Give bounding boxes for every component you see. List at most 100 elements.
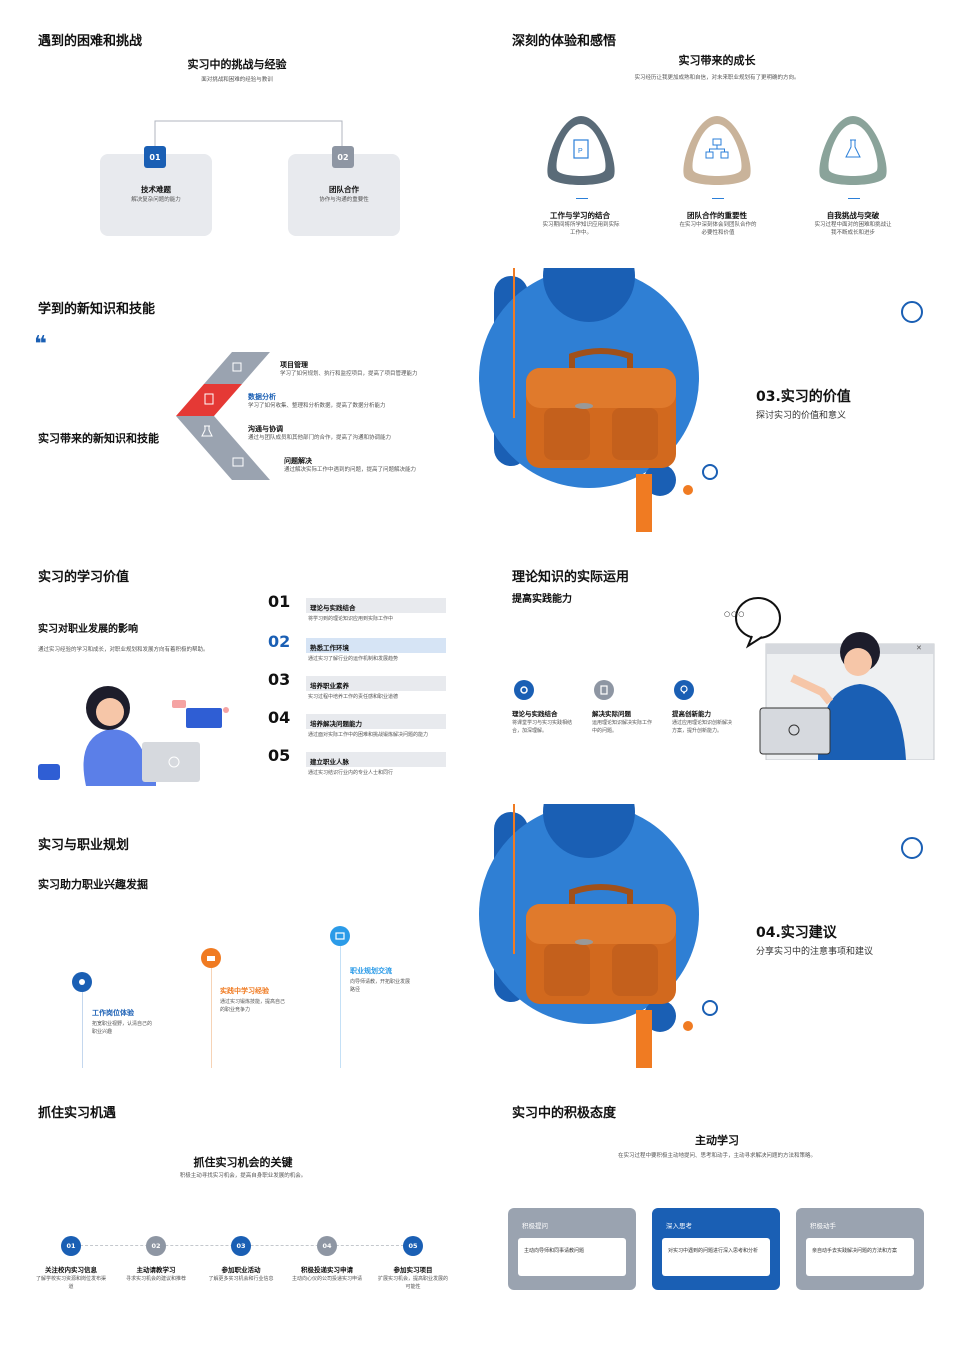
list-number-5: 05 xyxy=(268,746,291,765)
document-icon xyxy=(204,393,214,405)
flask-icon xyxy=(845,139,861,158)
insight-title-3: 自我挑战与突破 xyxy=(826,211,880,220)
slide-heading: 实习助力职业兴趣发掘 xyxy=(38,878,148,891)
divider xyxy=(576,198,588,199)
list-title-4: 培养解决问题能力 xyxy=(306,714,446,729)
list-number-1: 01 xyxy=(268,592,291,611)
skill-item-1: 项目管理 学习了如何规划、执行和监控项目，提高了项目管理能力 xyxy=(280,360,474,378)
timeline-line xyxy=(340,946,341,1068)
list-title-1: 理论与实践结合 xyxy=(306,598,446,613)
slide-heading: 实习中的挑战与经验 xyxy=(187,58,287,71)
section-number-title: 04.实习建议 xyxy=(756,925,837,941)
insight-image-2 xyxy=(678,112,756,190)
step-desc-5: 扩展实习机会，提高职业发展的可能性 xyxy=(378,1276,449,1290)
list-number-3: 03 xyxy=(268,670,291,689)
chevron-graphic xyxy=(176,352,270,480)
career-title-2: 实践中学习经验 xyxy=(220,987,269,995)
step-number-4: 04 xyxy=(317,1236,337,1256)
section-number-title: 03.实习的价值 xyxy=(756,389,851,405)
skill-item-2: 数据分析 学习了如何收集、整理和分析数据，提高了数据分析能力 xyxy=(248,392,448,410)
career-title-1: 工作岗位体验 xyxy=(92,1009,134,1017)
slide-heading: 提高实践能力 xyxy=(512,594,572,605)
step-desc-4: 主动向心仪的公司投递实习申请 xyxy=(292,1276,363,1282)
attitude-card-3: 积极动手 亲自动手去实践解决问题的方法和方案 xyxy=(796,1208,924,1290)
location-icon xyxy=(72,972,92,992)
attitude-card-2: 深入思考 对实习中遇到的问题进行深入思考和分析 xyxy=(652,1208,780,1290)
clipboard-icon xyxy=(594,680,614,700)
practice-title-2: 解决实际问题 xyxy=(592,710,631,718)
list-number-4: 04 xyxy=(268,708,291,727)
list-title-2: 熟悉工作环境 xyxy=(306,638,446,653)
timeline-line xyxy=(211,968,212,1068)
career-title-3: 职业规划交流 xyxy=(350,967,392,975)
insight-image-3 xyxy=(814,112,892,190)
skill-title: 项目管理 xyxy=(280,361,308,369)
career-desc-3: 向导师请教，开拓职业发展路径 xyxy=(350,979,411,993)
step-title-5: 参加实习项目 xyxy=(393,1266,433,1274)
number-badge-2: 02 xyxy=(332,146,354,168)
divider xyxy=(848,198,860,199)
practice-desc-2: 运用理论知识解决实际工作中的问题。 xyxy=(592,720,653,734)
skill-desc: 通过与团队成员和其他部门的合作，提高了沟通和协调能力 xyxy=(248,435,392,441)
connector-lines xyxy=(154,120,343,146)
skill-title: 数据分析 xyxy=(248,393,276,401)
presenter-illustration xyxy=(735,597,935,760)
slide-subheading: 积极主动寻找实习机会，提高自身职业发展的机会。 xyxy=(179,1173,307,1179)
printer-icon xyxy=(232,457,244,467)
insight-title-1: 工作与学习的结合 xyxy=(550,211,610,220)
slide-subheading: 在实习过程中要积极主动地提问、思考和动手，主动寻求解决问题的方法和策略。 xyxy=(617,1153,816,1159)
slide-challenges: 遇到的困难和挑战 实习中的挑战与经验 面对挑战和困难的经验与教训 技术难题 解决… xyxy=(0,0,474,264)
slide-heading: 实习对职业发展的影响 xyxy=(38,624,138,635)
section-title: 抓住实习机遇 xyxy=(38,1106,117,1121)
slide-positive-attitude: 实习中的积极态度 主动学习 在实习过程中要积极主动地提问、思考和动手，主动寻求解… xyxy=(474,1072,960,1352)
list-desc-1: 将学习到的理论知识应用到实际工作中 xyxy=(308,616,394,622)
document-icon xyxy=(573,139,589,159)
list-desc-5: 通过实习结识行业内的专业人士和同行 xyxy=(308,770,394,776)
section-title: 实习的学习价值 xyxy=(38,570,130,585)
lightbulb-icon xyxy=(674,680,694,700)
briefcase-illustration xyxy=(479,804,923,1068)
practice-title-3: 提高创新能力 xyxy=(672,710,711,718)
slide-subheading: 面对挑战和困难的经验与教训 xyxy=(201,77,273,83)
step-title-2: 主动请教学习 xyxy=(136,1266,176,1274)
speech-bubble-dots: ○○○ xyxy=(724,610,746,618)
skill-title: 沟通与协调 xyxy=(248,425,283,433)
slide-insights: 深刻的体验和感悟 实习带来的成长 实习经历让我更加成熟和自信，对未来职业规划有了… xyxy=(474,0,948,264)
practice-desc-3: 通过应用理论知识创新解决方案，提升创新能力。 xyxy=(672,720,733,734)
list-desc-3: 实习过程中培养工作的责任感和职业道德 xyxy=(308,694,399,700)
slide-desc: 通过实习经验的学习和成长，对职业规划和发展方向有着积极的帮助。 xyxy=(38,647,209,653)
card-title: 深入思考 xyxy=(666,1222,692,1230)
list-title-3: 培养职业素养 xyxy=(306,676,446,691)
card-title: 技术难题 xyxy=(141,185,171,194)
slide-learning-value: 实习的学习价值 实习对职业发展的影响 通过实习经验的学习和成长，对职业规划和发展… xyxy=(0,536,474,800)
slide-heading: 实习带来的成长 xyxy=(678,54,756,67)
divider xyxy=(712,198,724,199)
step-title-4: 积极投递实习申请 xyxy=(301,1266,353,1274)
insight-desc-2: 在实习中深刻体会到团队合作的必要性和价值 xyxy=(679,222,757,237)
practice-desc-1: 将课堂学习与实习实践相结合，加深理解。 xyxy=(512,720,573,734)
gear-icon xyxy=(514,680,534,700)
step-desc-2: 寻求实习机会的建议和推荐 xyxy=(125,1276,186,1282)
skill-desc: 通过解决实际工作中遇到的问题，提高了问题解决能力 xyxy=(284,467,417,473)
card-desc: 解决复杂问题的能力 xyxy=(131,197,181,203)
card-desc: 协作与沟通的重要性 xyxy=(319,197,369,203)
person-laptop-illustration xyxy=(38,686,229,786)
career-desc-1: 拓宽职业视野，认清自己的职业兴趣 xyxy=(92,1021,153,1035)
flask-icon xyxy=(201,425,213,437)
quote-text: 实习带来的新知识和技能 xyxy=(38,432,159,445)
list-desc-2: 通过实习了解行业的运作机制和发展趋势 xyxy=(308,656,399,662)
career-desc-2: 通过实习锻炼技能，提高自己的职业竞争力 xyxy=(220,999,286,1013)
skill-title: 问题解决 xyxy=(284,457,312,465)
section-title: 深刻的体验和感悟 xyxy=(512,34,617,49)
section-title: 遇到的困难和挑战 xyxy=(38,34,143,49)
list-number-2: 02 xyxy=(268,632,291,651)
section-subtitle: 探讨实习的价值和意义 xyxy=(756,411,847,421)
step-number-2: 02 xyxy=(146,1236,166,1256)
step-title-1: 关注校内实习信息 xyxy=(45,1266,97,1274)
org-chart-icon xyxy=(232,362,242,372)
insight-desc-1: 实习期间将所学知识应用到实际工作中。 xyxy=(542,222,620,237)
step-number-1: 01 xyxy=(61,1236,81,1256)
step-number-3: 03 xyxy=(231,1236,251,1256)
card-title: 团队合作 xyxy=(329,185,359,194)
slide-subheading: 实习经历让我更加成熟和自信，对未来职业规划有了更明确的方向。 xyxy=(634,75,800,81)
